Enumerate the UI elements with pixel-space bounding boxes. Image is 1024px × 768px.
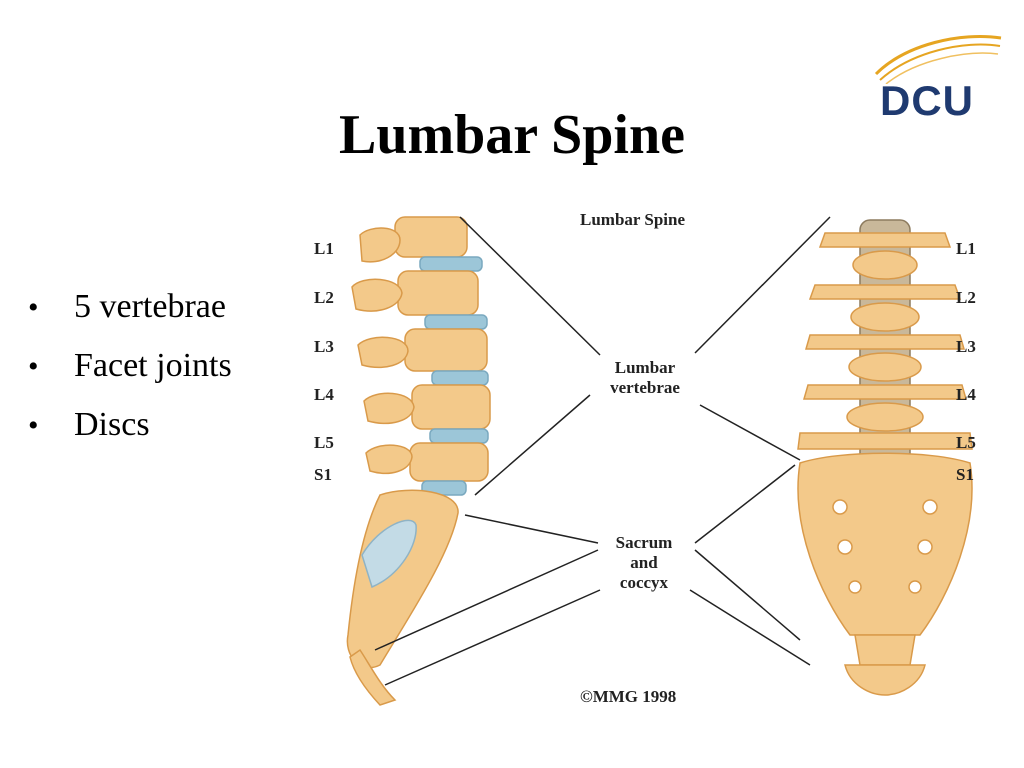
bullet-item: • Facet joints [28,337,232,396]
left-label-l2: L2 [314,288,334,307]
right-label-l4: L4 [956,385,976,404]
callout-sacrum-coccyx: Sacrum and coccyx [594,533,694,593]
callout-line-2: and [630,553,658,572]
left-label-l1: L1 [314,239,334,258]
callout-line-1: Sacrum [615,533,673,552]
left-label-l3: L3 [314,337,334,356]
callout-lines [374,216,831,686]
callout-line-1: Lumbar [614,358,676,377]
dcu-logo: DCU [866,24,1006,128]
rear-view-spine [797,219,973,696]
left-label-s1: S1 [314,465,332,484]
left-label-l4: L4 [314,385,334,404]
figure-header: Lumbar Spine [580,210,686,229]
bullet-dot-icon: • [28,350,39,383]
callout-lumbar-vertebrae: Lumbar vertebrae [590,358,700,398]
bullet-list: • 5 vertebrae • Facet joints • Discs [28,278,232,455]
bullet-dot-icon: • [28,291,39,324]
logo-text: DCU [880,77,974,124]
right-label-s1: S1 [956,465,974,484]
bullet-dot-icon: • [28,409,39,442]
bullet-text: Discs [74,406,150,443]
spine-drawing [346,216,973,706]
right-label-l2: L2 [956,288,976,307]
copyright-notice: ©MMG 1998 [580,687,677,706]
callout-line-3: coccyx [619,573,669,592]
bullet-text: 5 vertebrae [74,288,226,325]
slide-title: Lumbar Spine [339,104,685,166]
logo-swoosh-icon [874,35,1002,84]
right-label-l5: L5 [956,433,976,452]
spine-illustration: Lumbar Spine L1 L2 L3 L4 L5 S1 L1 L2 L3 … [300,195,990,715]
right-label-l1: L1 [956,239,976,258]
side-view-spine [346,216,491,706]
callout-line-2: vertebrae [610,378,680,397]
bullet-item: • Discs [28,396,232,455]
right-label-l3: L3 [956,337,976,356]
left-label-l5: L5 [314,433,334,452]
bullet-item: • 5 vertebrae [28,278,232,337]
bullet-text: Facet joints [74,347,232,384]
